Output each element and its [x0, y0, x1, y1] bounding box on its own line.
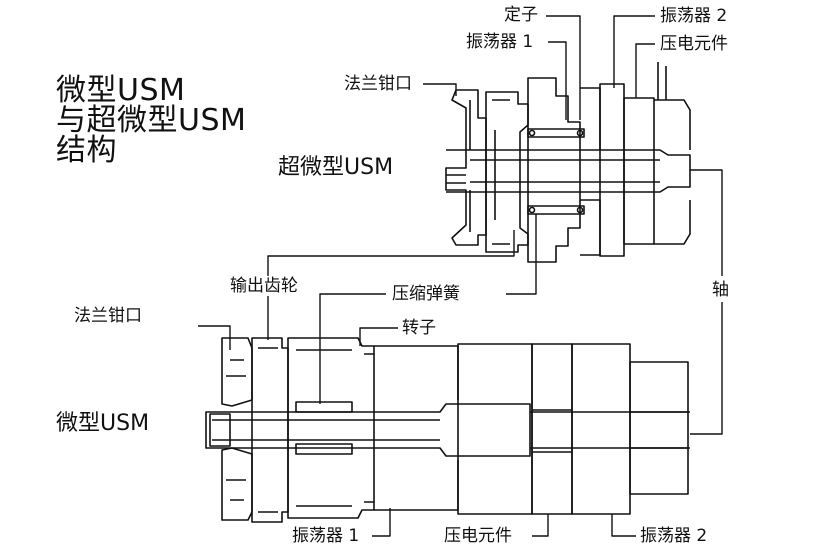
label-flange-bottom: 法兰钳口 — [74, 306, 142, 326]
bottom-rotor — [287, 337, 375, 519]
label-flange-top: 法兰钳口 — [344, 74, 412, 94]
label-stator: 定子 — [504, 5, 538, 25]
top-end-cap — [654, 99, 691, 245]
bottom-flange — [221, 337, 253, 521]
title-line-1: 微型USM — [56, 73, 186, 108]
bottom-shaft — [205, 403, 531, 457]
label-piezo-bottom: 压电元件 — [444, 526, 512, 546]
label-vibrator1-bottom: 振荡器 1 — [292, 526, 360, 546]
top-vibrator2 — [599, 83, 625, 257]
bottom-stator — [374, 345, 459, 511]
bottom-vibrator2 — [571, 343, 631, 515]
bottom-piezo — [531, 343, 573, 515]
micro-usm-drawing — [205, 337, 690, 523]
top-shaft — [446, 149, 691, 193]
bottom-end-block — [629, 361, 689, 495]
title-line-3: 结构 — [56, 133, 117, 168]
bottom-spring-lower — [295, 443, 353, 455]
ultra-micro-usm-drawing — [445, 62, 691, 263]
bottom-output-gear — [251, 337, 289, 523]
top-flange-inner — [446, 100, 471, 232]
leader-lines — [198, 15, 723, 537]
top-flange — [445, 89, 487, 246]
ultra-micro-usm-label: 超微型USM — [278, 155, 394, 180]
label-output-gear: 输出齿轮 — [230, 276, 298, 296]
label-piezo-top: 压电元件 — [660, 34, 728, 54]
title-line-2: 与超微型USM — [56, 103, 247, 138]
micro-usm-label: 微型USM — [56, 411, 150, 436]
label-shaft: 轴 — [712, 280, 729, 300]
top-spring-upper — [527, 128, 585, 138]
top-gear-teeth — [492, 99, 510, 245]
bottom-vibrator1 — [457, 343, 533, 515]
top-spring-lower — [527, 205, 585, 215]
diagram-title: 微型USM 与超微型USM 结构 — [56, 76, 246, 166]
top-output-gear — [485, 91, 529, 253]
label-vibrator2-top: 振荡器 2 — [660, 6, 728, 26]
top-piezo — [623, 97, 655, 245]
label-vibrator2-bottom: 振荡器 2 — [640, 526, 708, 546]
label-rotor: 转子 — [402, 318, 436, 338]
label-spring: 压缩弹簧 — [392, 284, 460, 304]
top-rotor — [527, 77, 581, 263]
top-stator — [580, 87, 601, 256]
bottom-spring-upper — [295, 401, 353, 413]
label-vibrator1-top: 振荡器 1 — [466, 32, 534, 52]
